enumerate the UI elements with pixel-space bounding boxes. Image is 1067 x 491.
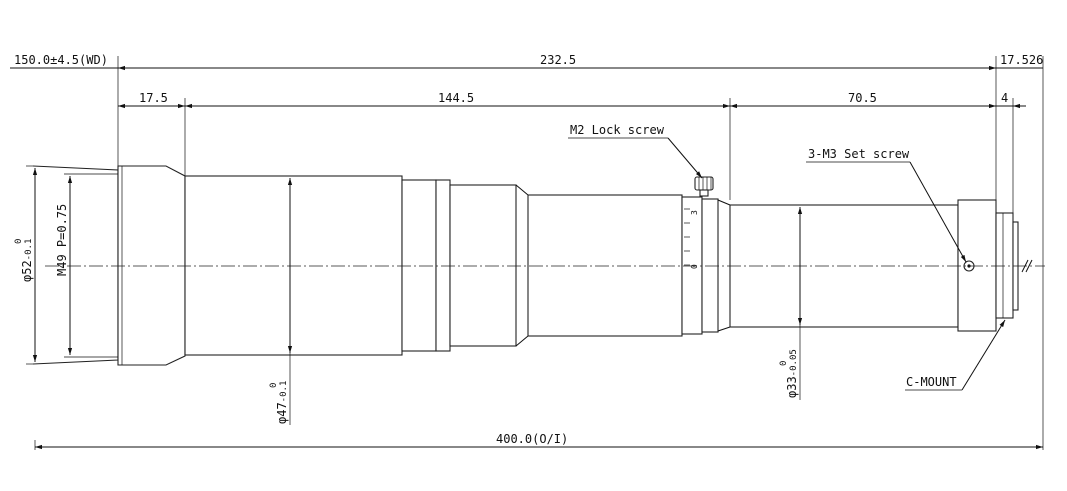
- dim-front-segment: 17.5: [139, 91, 168, 105]
- scale-mark-top: 3: [690, 210, 699, 215]
- dim-mid-segment: 144.5: [438, 91, 474, 105]
- dim-total-length: 232.5: [540, 53, 576, 67]
- scale-mark-zero: 0: [690, 264, 699, 269]
- dim-flange-back: 17.526: [1000, 53, 1043, 67]
- callout-lock-screw: M2 Lock screw: [570, 123, 665, 137]
- extension-lines: [34, 56, 1044, 450]
- dim-rear-diameter: φ33-0.05: [785, 349, 799, 398]
- dimension-row-bottom: 400.0(O/I): [35, 432, 1043, 450]
- diameter-dimensions: φ52-0.1 0 M49 P=0.75 φ47-0.1 0 φ33-0.05 …: [14, 165, 803, 425]
- dim-object-to-image: 400.0(O/I): [496, 432, 568, 446]
- callout-set-screw: 3-M3 Set screw: [808, 147, 910, 161]
- dim-front-diameter-tol-top: 0: [14, 239, 24, 244]
- dim-front-diameter: φ52-0.1: [20, 239, 34, 282]
- callouts: M2 Lock screw 3-M3 Set screw C-MOUNT: [568, 123, 1006, 391]
- dim-working-distance: 150.0±4.5(WD): [14, 53, 108, 67]
- dimension-row-second: 17.5 144.5 70.5 4: [118, 91, 1026, 109]
- dim-filter-thread: M49 P=0.75: [55, 204, 69, 276]
- dim-barrel-diameter-tol-top: 0: [269, 383, 279, 388]
- dim-barrel-diameter: φ47-0.1: [275, 381, 289, 424]
- dim-rear-diameter-tol-top: 0: [779, 361, 789, 366]
- dim-mount-segment: 4: [1001, 91, 1008, 105]
- optical-axis: [45, 259, 1045, 273]
- dimension-row-top: 150.0±4.5(WD) 232.5 17.526: [10, 53, 1043, 71]
- dim-rear-segment: 70.5: [848, 91, 877, 105]
- lens-body: 3 0: [32, 165, 1019, 366]
- callout-c-mount: C-MOUNT: [906, 375, 957, 389]
